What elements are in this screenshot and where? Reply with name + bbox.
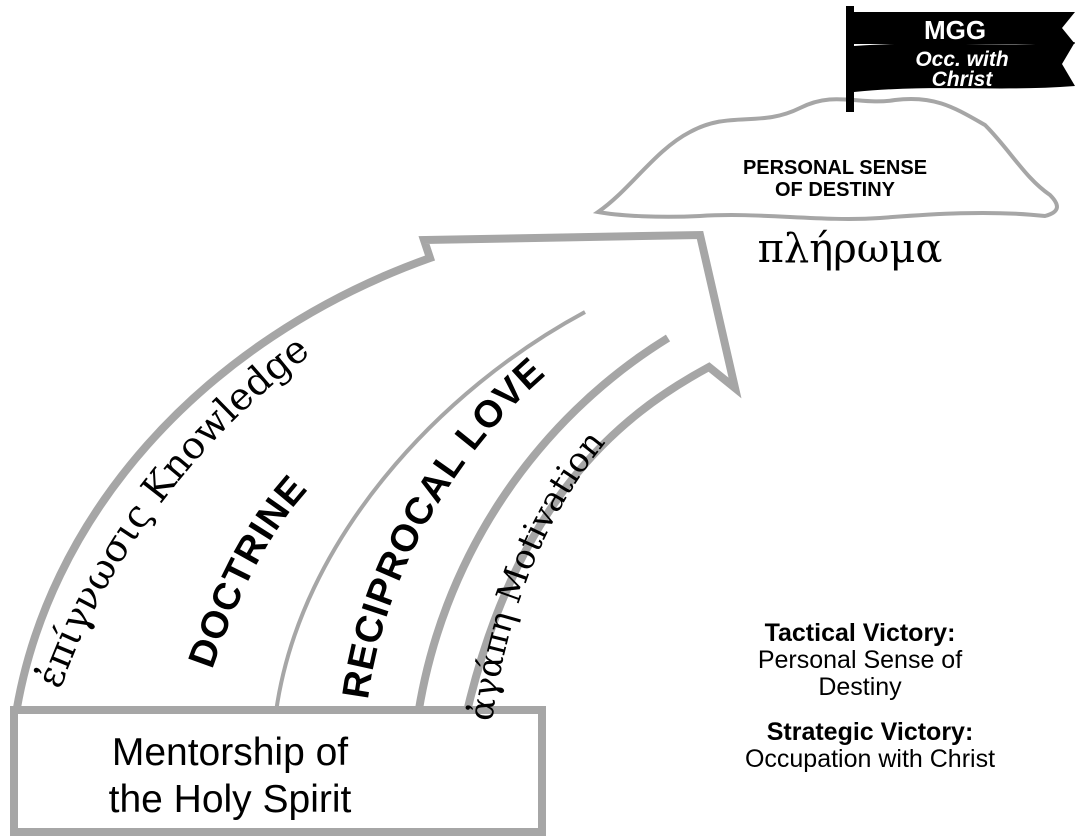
base-box (10, 706, 546, 836)
tactical-victory-title: Tactical Victory: (765, 619, 956, 647)
flag-banner-top (854, 12, 1075, 44)
base-box-line1: Mentorship of (112, 731, 348, 774)
tactical-victory-line1: Personal Sense of (758, 646, 962, 674)
base-box-line2: the Holy Spirit (109, 778, 352, 821)
mountain-line1: PERSONAL SENSE (743, 157, 927, 179)
inner-divider-left (274, 310, 586, 713)
right-band-label: ἀγάπη Motivation (461, 423, 613, 723)
flag-pole (846, 6, 854, 112)
right-band-textpath: ἀγάπη Motivation (461, 423, 613, 723)
strategic-victory-title: Strategic Victory: (767, 718, 974, 746)
summit-greek: πλήρωμα (758, 226, 943, 272)
mountain-line2: OF DESTINY (775, 179, 896, 201)
doctrine-textpath: DOCTRINE (181, 468, 315, 673)
flag-line3: Christ (932, 68, 994, 91)
flag-line2: Occ. with (915, 48, 1008, 71)
doctrine-label: DOCTRINE (181, 468, 316, 673)
inner-divider-right (413, 334, 671, 723)
flag-banner-bottom (854, 42, 1075, 92)
flag-line1: MGG (924, 15, 986, 45)
strategic-victory-line1: Occupation with Christ (745, 745, 995, 773)
arrow-outline (11, 230, 742, 721)
tactical-victory-line2: Destiny (818, 673, 902, 701)
mountain (592, 97, 1059, 221)
